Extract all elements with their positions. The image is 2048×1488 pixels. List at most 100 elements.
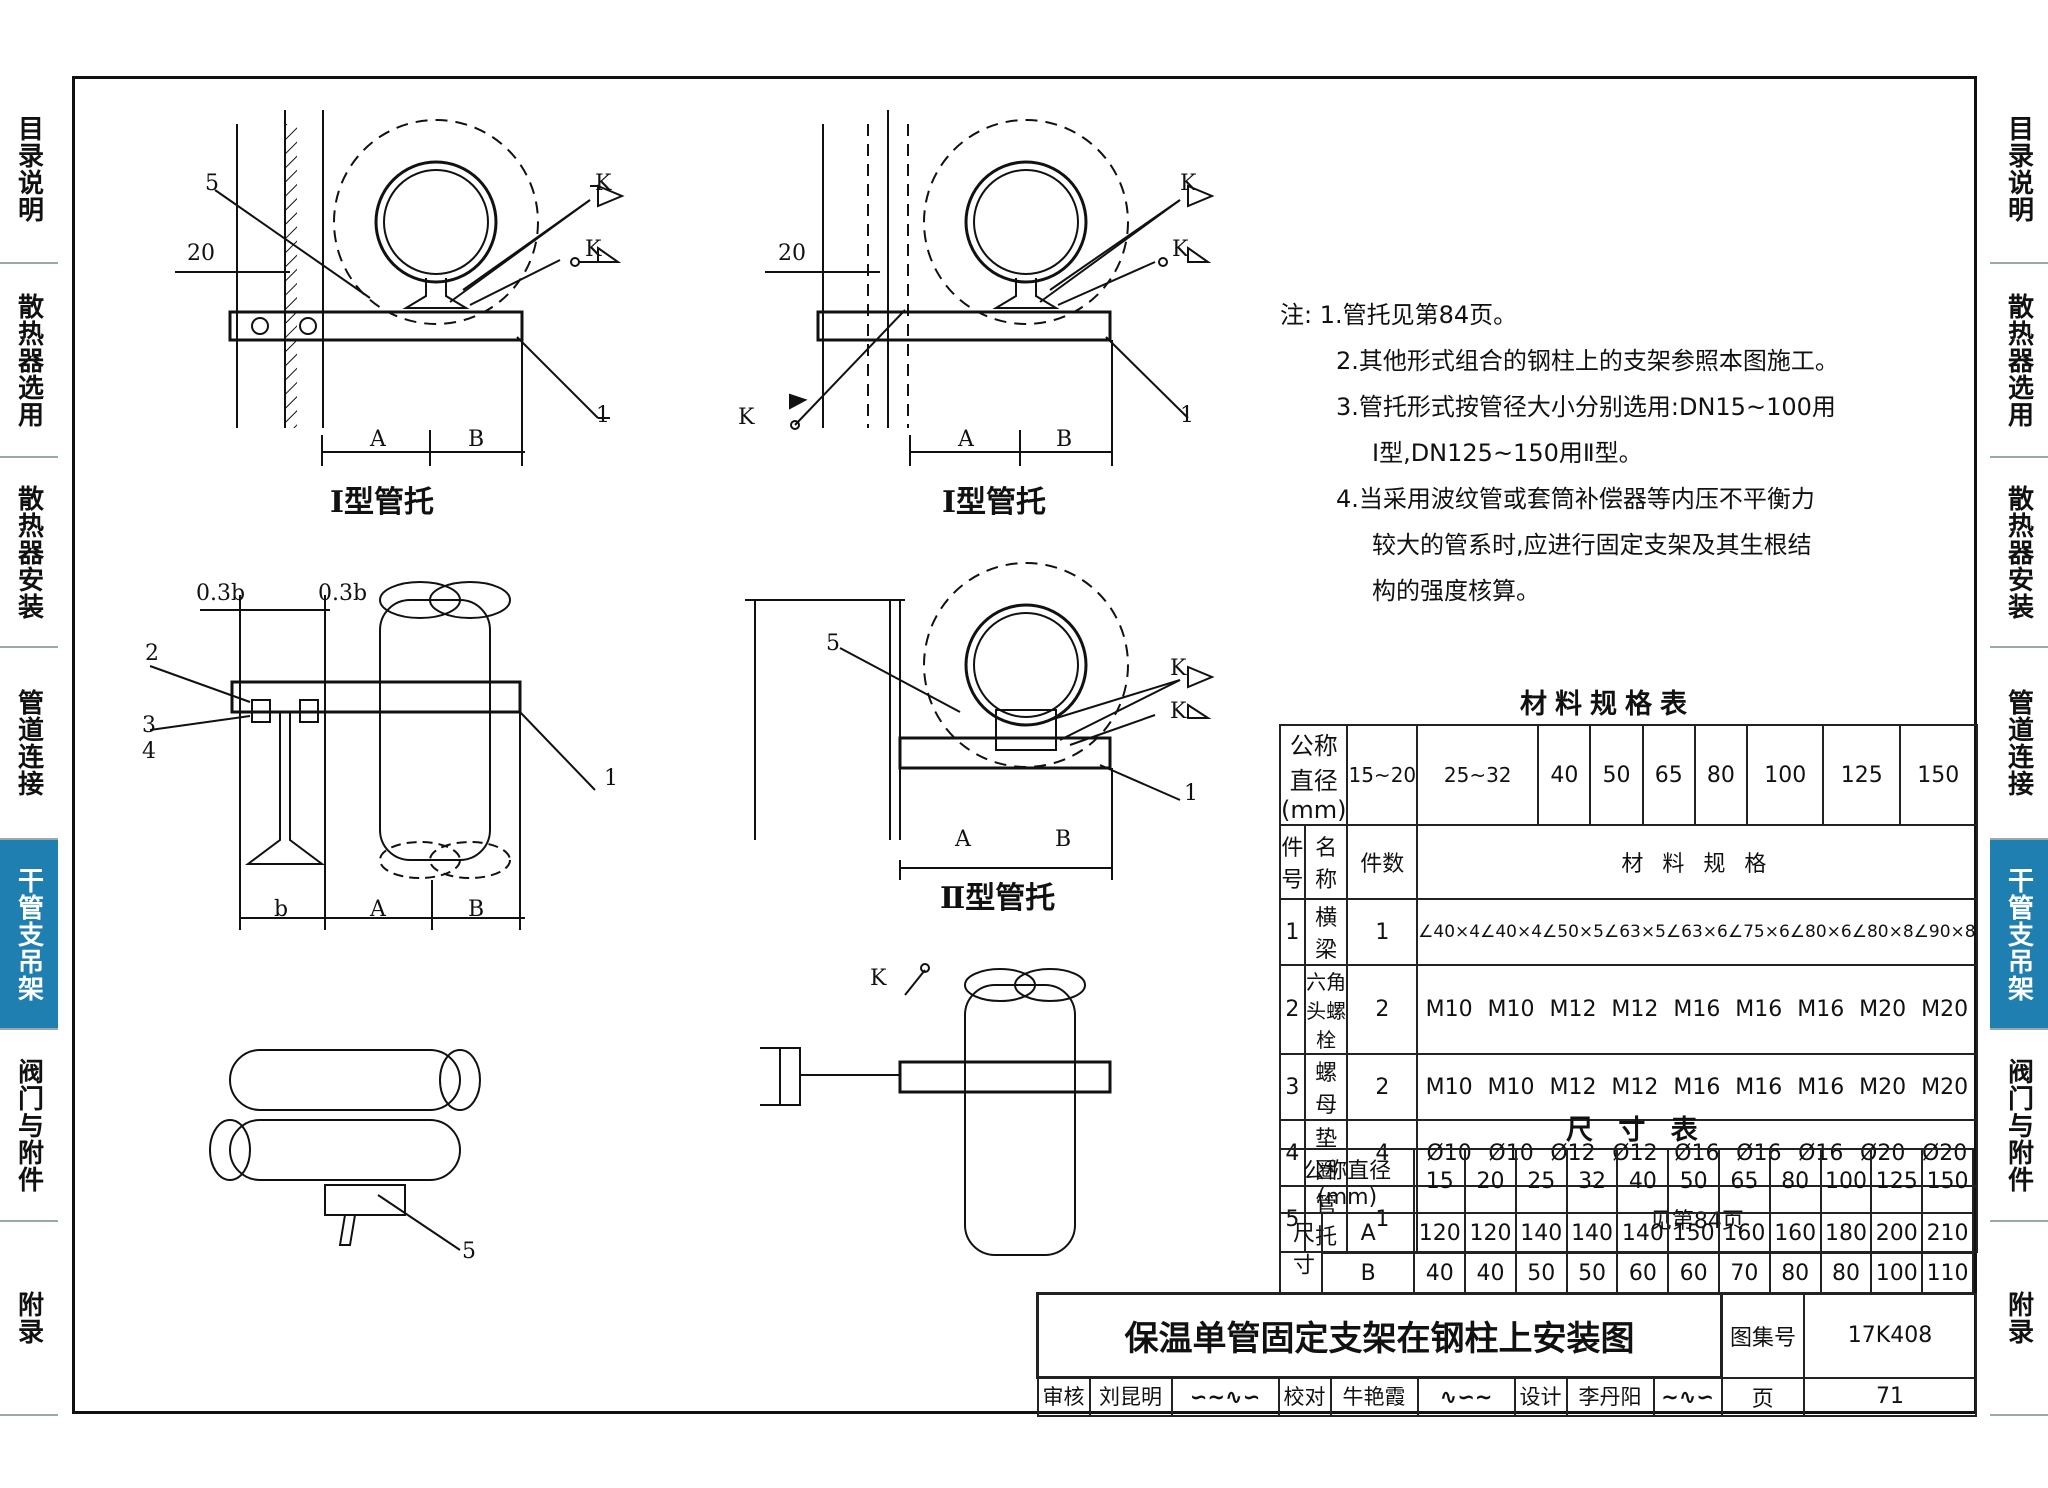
sidebar-tab-pipe-connection[interactable]: 管道连接: [0, 648, 58, 840]
label-1: 1: [604, 766, 618, 791]
dim-B: B: [468, 427, 484, 452]
sidebar-tab-label: 附录: [2003, 1291, 2034, 1345]
sidebar-tab-pipe-connection[interactable]: 管道连接: [1990, 648, 2048, 840]
spec-value: ∠63×6: [1665, 922, 1728, 942]
sidebar-tab-label: 附录: [13, 1291, 44, 1345]
spec-value: M10: [1487, 997, 1535, 1022]
spec-value: M10: [1487, 1074, 1535, 1100]
table-cell: 160: [1718, 1212, 1771, 1254]
table-cell: 1: [1346, 898, 1419, 966]
label-K: K: [1170, 656, 1187, 681]
reviewer-signature: ∽∼∿∽: [1173, 1379, 1280, 1415]
sidebar-tab-valves[interactable]: 阀门与附件: [1990, 1030, 2048, 1222]
label-5: 5: [205, 171, 219, 196]
note-line: Ⅰ型,DN125~150用Ⅱ型。: [1372, 439, 1643, 467]
sidebar-tab-radiator-install[interactable]: 散热器安装: [0, 458, 58, 648]
table-cell: 120: [1464, 1212, 1517, 1254]
label-K: K: [595, 171, 612, 196]
table-cell: 2: [1279, 964, 1306, 1055]
spec-value: M12: [1549, 997, 1597, 1022]
table-cell: ∠40×4 ∠40×4 ∠50×5 ∠63×5 ∠63×6 ∠75×6 ∠80×…: [1416, 898, 1978, 966]
label-K: K: [738, 405, 755, 430]
dim-A: A: [369, 897, 387, 922]
drawing-title: 保温单管固定支架在钢柱上安装图: [1036, 1292, 1723, 1379]
table-cell: 螺 母: [1303, 1053, 1349, 1121]
bolt: [251, 317, 269, 335]
note-text: 1.管托见第84页。: [1319, 301, 1518, 329]
label-K: K: [1172, 237, 1189, 262]
sidebar-tab-label: 管道连接: [13, 689, 44, 797]
spec-value: M20: [1859, 1074, 1907, 1100]
sidebar-tab-label: 目录说明: [2003, 115, 2034, 223]
table-row: B 40 40 50 50 60 60 70 80 80 100 110: [1280, 1252, 1974, 1294]
table-header-cell: 40: [1616, 1148, 1670, 1214]
table-header-cell: 150: [1921, 1148, 1974, 1214]
table-header-cell: 25~32: [1416, 724, 1540, 826]
label-K: K: [585, 237, 602, 262]
spec-value: M20: [1921, 1074, 1969, 1100]
table-cell: 140: [1565, 1212, 1619, 1254]
label-K: K: [870, 966, 887, 991]
label-5: 5: [462, 1239, 476, 1264]
view4-type2-elevation: [745, 562, 1215, 880]
label-4: 4: [142, 739, 156, 764]
sidebar-tab-radiator-selection[interactable]: 散热器选用: [1990, 264, 2048, 458]
table-header-cell: 65: [1641, 724, 1696, 826]
spec-value: M12: [1611, 1074, 1659, 1100]
note-line: 构的强度核算。: [1372, 577, 1540, 605]
label-5: 5: [826, 631, 840, 656]
insulation-outline: [333, 119, 539, 325]
table-cell: 40: [1464, 1252, 1517, 1294]
note-line: 4.当采用波纹管或套筒补偿器等内压不平衡力: [1336, 485, 1815, 513]
bolt: [299, 317, 317, 335]
table-cell: 40: [1413, 1252, 1467, 1294]
label-1: 1: [596, 403, 610, 428]
sidebar-tab-label: 散热器安装: [2003, 484, 2034, 620]
spec-value: M16: [1797, 1074, 1845, 1100]
table-header-label: 公称直径(mm): [1278, 1148, 1416, 1214]
col-name-header: 名 称: [1303, 824, 1349, 900]
table-cell: 200: [1870, 1212, 1924, 1254]
spec-value: M20: [1921, 997, 1969, 1022]
sidebar-tab-radiator-install[interactable]: 散热器安装: [1990, 458, 2048, 648]
table-header-cell: 40: [1537, 724, 1592, 826]
sidebar-tab-catalog[interactable]: 目录说明: [1990, 76, 2048, 264]
spec-value: ∠75×6: [1727, 922, 1790, 942]
sidebar-tab-main-pipe-support[interactable]: 干管支吊架: [1990, 840, 2048, 1030]
note-line: 较大的管系时,应进行固定支架及其生根结: [1372, 531, 1812, 559]
table-cell: 160: [1768, 1212, 1822, 1254]
sidebar-tab-appendix[interactable]: 附录: [0, 1222, 58, 1416]
dim-20: 20: [778, 241, 806, 266]
pipe-outer: [374, 160, 498, 284]
dimension-table: 公称直径(mm) 15 20 25 32 40 50 65 80 100 125…: [1278, 1148, 1974, 1294]
dim-03b: 0.3b: [318, 581, 367, 606]
table-row: 尺寸 A 120 120 140 140 140 150 160 160 180…: [1279, 1212, 1974, 1294]
table-header-cell: 80: [1693, 724, 1748, 826]
spec-value: ∠90×8: [1913, 922, 1976, 942]
col-spec-header: 材 料 规 格: [1416, 824, 1978, 900]
design-label: 设计: [1516, 1379, 1568, 1415]
sidebar-tab-radiator-selection[interactable]: 散热器选用: [0, 264, 58, 458]
table-cell: 120: [1413, 1212, 1467, 1254]
label-K: K: [1170, 699, 1187, 724]
spec-value: ∠80×6: [1789, 922, 1852, 942]
table-cell: 2: [1346, 1053, 1419, 1121]
view3-plan: [149, 581, 596, 930]
signature-row: 审核 刘昆明 ∽∼∿∽ 校对 牛艳霞 ∿∽∼ 设计 李丹阳 ∼∿∽: [1036, 1376, 1723, 1417]
sidebar-tab-appendix[interactable]: 附录: [1990, 1222, 2048, 1416]
spec-value: M16: [1797, 997, 1845, 1022]
title-block: 保温单管固定支架在钢柱上安装图 图集号 17K408 审核 刘昆明 ∽∼∿∽ 校…: [1036, 1292, 1977, 1417]
sidebar-tab-label: 干管支吊架: [13, 866, 44, 1002]
table-cell: 70: [1718, 1252, 1771, 1294]
view3-title: Ⅱ型管托: [940, 881, 1055, 916]
sidebar-tab-main-pipe-support[interactable]: 干管支吊架: [0, 840, 58, 1030]
table-cell: 60: [1616, 1252, 1670, 1294]
spec-value: M16: [1735, 1074, 1783, 1100]
sidebar-tab-catalog[interactable]: 目录说明: [0, 76, 58, 264]
dim-A: A: [369, 427, 387, 452]
dim-B: B: [1056, 427, 1072, 452]
label-2: 2: [145, 641, 159, 666]
col-qty-header: 件数: [1346, 824, 1419, 900]
sidebar-tab-valves[interactable]: 阀门与附件: [0, 1030, 58, 1222]
